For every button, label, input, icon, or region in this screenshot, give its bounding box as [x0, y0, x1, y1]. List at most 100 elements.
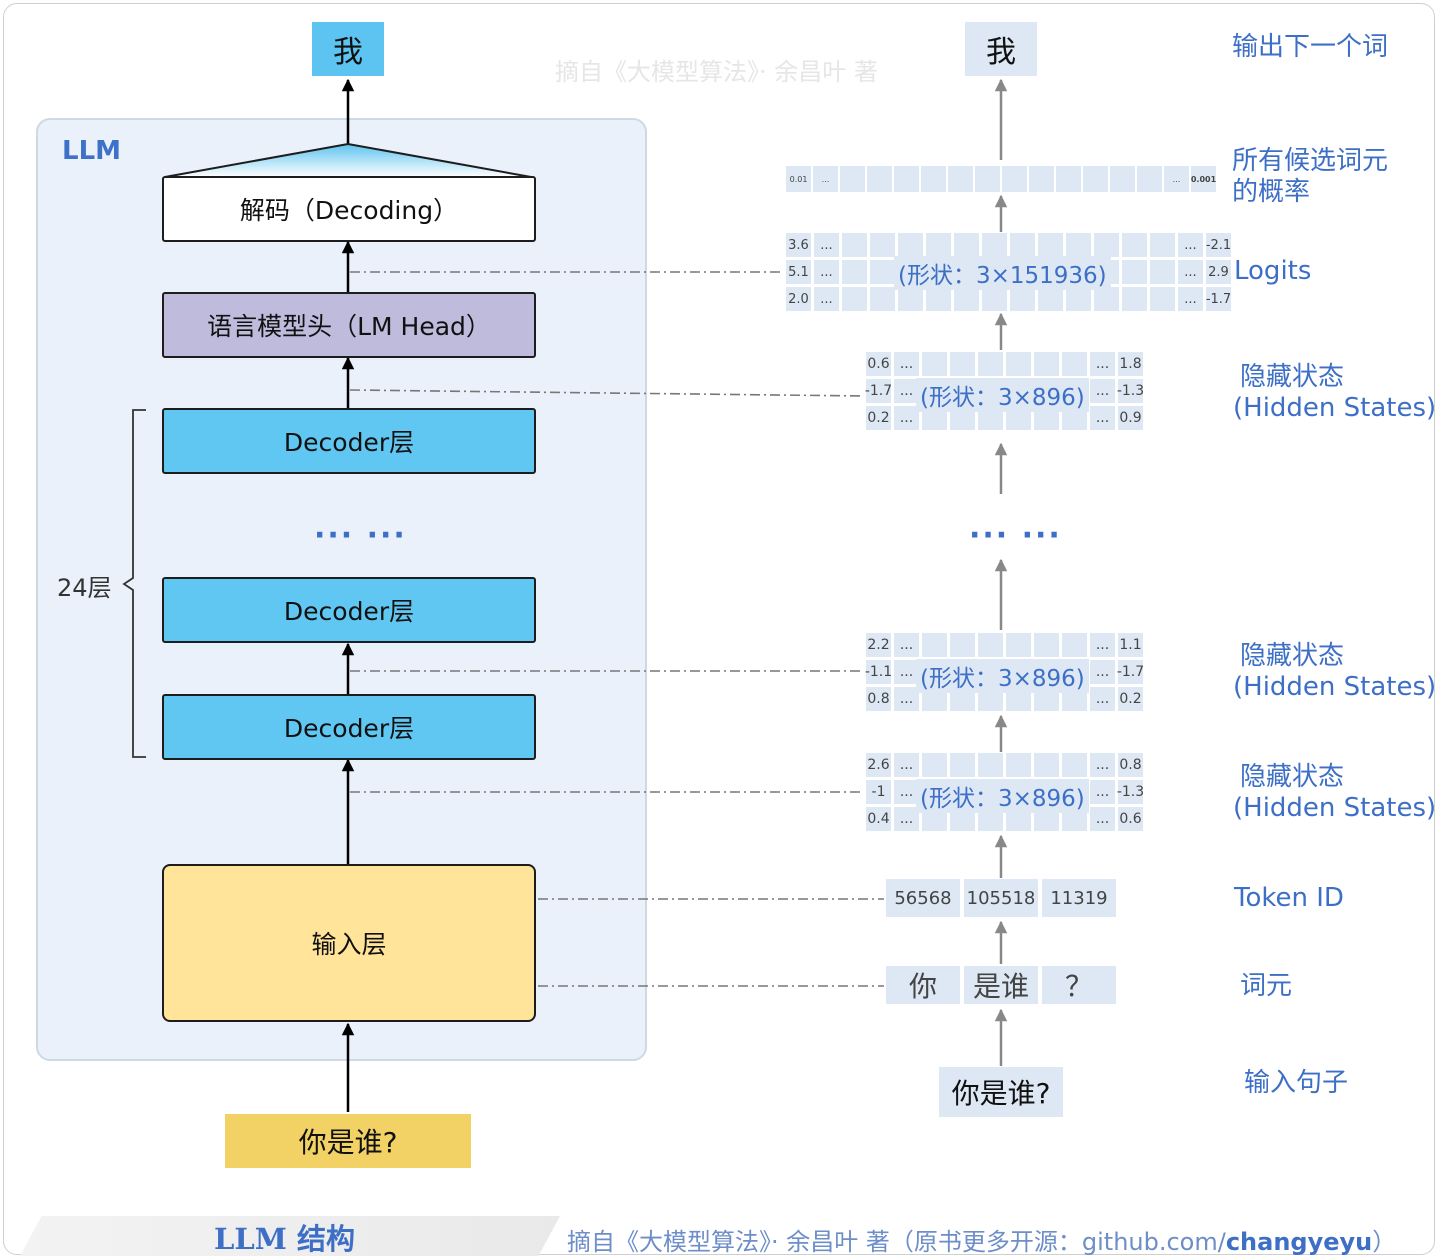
probability-cell: 0.001: [1191, 166, 1216, 192]
matrix-cell: [1062, 633, 1087, 657]
matrix-cell: 0.4: [866, 807, 891, 831]
probability-cell: [921, 166, 946, 192]
matrix-cell: [1094, 287, 1119, 311]
left-ellipsis: ··· ···: [314, 518, 407, 553]
right-ellipsis: ··· ···: [969, 518, 1062, 553]
label-probs-line2: 的概率: [1232, 177, 1311, 207]
matrix-cell: ...: [814, 287, 839, 311]
matrix-cell: [1034, 352, 1059, 376]
label-hidden-cn-low: 隐藏状态: [1240, 762, 1345, 792]
matrix-cell: [950, 352, 975, 376]
footer-source-bold: changyeyu: [1225, 1228, 1373, 1256]
matrix-cell: [870, 233, 895, 257]
matrix-cell: [1034, 753, 1059, 777]
matrix-cell: ...: [814, 233, 839, 257]
probability-cell: ...: [813, 166, 838, 192]
probability-cell: [948, 166, 973, 192]
token-id-cell: 11319: [1042, 879, 1116, 917]
matrix-cell: [842, 287, 867, 311]
matrix-cell: -1: [866, 780, 891, 804]
matrix-cell: [922, 352, 947, 376]
matrix-cell: [978, 352, 1003, 376]
matrix-cell: ...: [894, 352, 919, 376]
label-hidden-cn-top: 隐藏状态: [1240, 362, 1345, 392]
matrix-cell: [1066, 287, 1091, 311]
matrix-cell: -1.7: [865, 379, 892, 403]
label-next-word: 输出下一个词: [1232, 32, 1389, 62]
label-hidden-en-top: (Hidden States): [1233, 393, 1437, 423]
matrix-cell: ...: [1090, 406, 1115, 430]
matrix-cell: 0.8: [866, 687, 891, 711]
matrix-cell: -1.3: [1117, 379, 1144, 403]
token-id-cell: 105518: [964, 879, 1038, 917]
matrix-cell: ...: [1090, 780, 1115, 804]
matrix-cell: [1150, 287, 1175, 311]
layer-count-label: 24层: [57, 574, 112, 602]
matrix-cell: ...: [894, 633, 919, 657]
matrix-cell: ...: [1090, 379, 1115, 403]
matrix-cell: 0.9: [1118, 406, 1143, 430]
label-token: 词元: [1240, 971, 1293, 1001]
matrix-cell: [954, 233, 979, 257]
matrix-cell: ...: [1090, 633, 1115, 657]
hidden-top-shape-label: (形状：3×896): [916, 378, 1089, 412]
llm-panel-label: LLM: [62, 136, 122, 166]
matrix-cell: [982, 287, 1007, 311]
matrix-cell: 2.0: [786, 287, 811, 311]
decoder-layer-middle: Decoder层: [162, 577, 536, 643]
logits-shape-label: (形状：3×151936): [894, 256, 1111, 290]
matrix-cell: 0.6: [1118, 807, 1143, 831]
matrix-cell: 1.1: [1118, 633, 1143, 657]
right-input-sentence: 你是谁?: [939, 1067, 1063, 1117]
matrix-cell: [842, 260, 867, 284]
probability-cell: [975, 166, 1000, 192]
matrix-cell: 0.2: [866, 406, 891, 430]
matrix-cell: ...: [814, 260, 839, 284]
decoder-layer-top: Decoder层: [162, 408, 536, 474]
matrix-cell: [1038, 233, 1063, 257]
label-hidden-en-low: (Hidden States): [1233, 793, 1437, 823]
probability-cell: 0.01: [786, 166, 811, 192]
matrix-cell: [1066, 233, 1091, 257]
matrix-cell: [1062, 352, 1087, 376]
matrix-cell: [978, 753, 1003, 777]
hidden-low-shape-label: (形状：3×896): [916, 779, 1089, 813]
matrix-cell: [1038, 287, 1063, 311]
matrix-cell: ...: [1090, 807, 1115, 831]
left-output-word: 我: [312, 22, 384, 76]
footer-source-prefix: 摘自《大模型算法》· 余昌叶 著（原书更多开源：github.com/: [567, 1228, 1226, 1256]
matrix-cell: 0.8: [1118, 753, 1143, 777]
matrix-cell: ...: [894, 687, 919, 711]
right-output-word: 我: [965, 22, 1037, 76]
probability-cell: [840, 166, 865, 192]
matrix-cell: 1.8: [1118, 352, 1143, 376]
label-hidden-en-mid: (Hidden States): [1233, 672, 1437, 702]
label-input-sentence: 输入句子: [1244, 1068, 1349, 1098]
matrix-cell: 5.1: [786, 260, 811, 284]
matrix-cell: [978, 633, 1003, 657]
label-logits: Logits: [1234, 256, 1312, 286]
matrix-cell: 2.2: [866, 633, 891, 657]
matrix-cell: ...: [894, 406, 919, 430]
token-id-cell: 56568: [886, 879, 960, 917]
footer-source: 摘自《大模型算法》· 余昌叶 著（原书更多开源：github.com/chang…: [567, 1222, 1396, 1257]
matrix-cell: [1010, 287, 1035, 311]
probability-cell: [1056, 166, 1081, 192]
matrix-cell: [1150, 260, 1175, 284]
watermark-text: 摘自《大模型算法》· 余昌叶 著: [555, 58, 878, 86]
matrix-cell: [950, 633, 975, 657]
matrix-cell: [842, 233, 867, 257]
footer-source-suffix: ）: [1372, 1228, 1397, 1256]
matrix-cell: ...: [1178, 233, 1203, 257]
left-input-sentence: 你是谁?: [225, 1114, 471, 1168]
matrix-cell: ...: [894, 780, 919, 804]
input-layer-block: 输入层: [162, 864, 536, 1022]
probability-cell: [1110, 166, 1135, 192]
matrix-cell: -1.7: [1206, 287, 1231, 311]
matrix-cell: [1010, 233, 1035, 257]
matrix-cell: -2.1: [1206, 233, 1231, 257]
matrix-cell: [926, 287, 951, 311]
decoding-block: 解码（Decoding）: [162, 176, 536, 242]
matrix-cell: [1122, 260, 1147, 284]
